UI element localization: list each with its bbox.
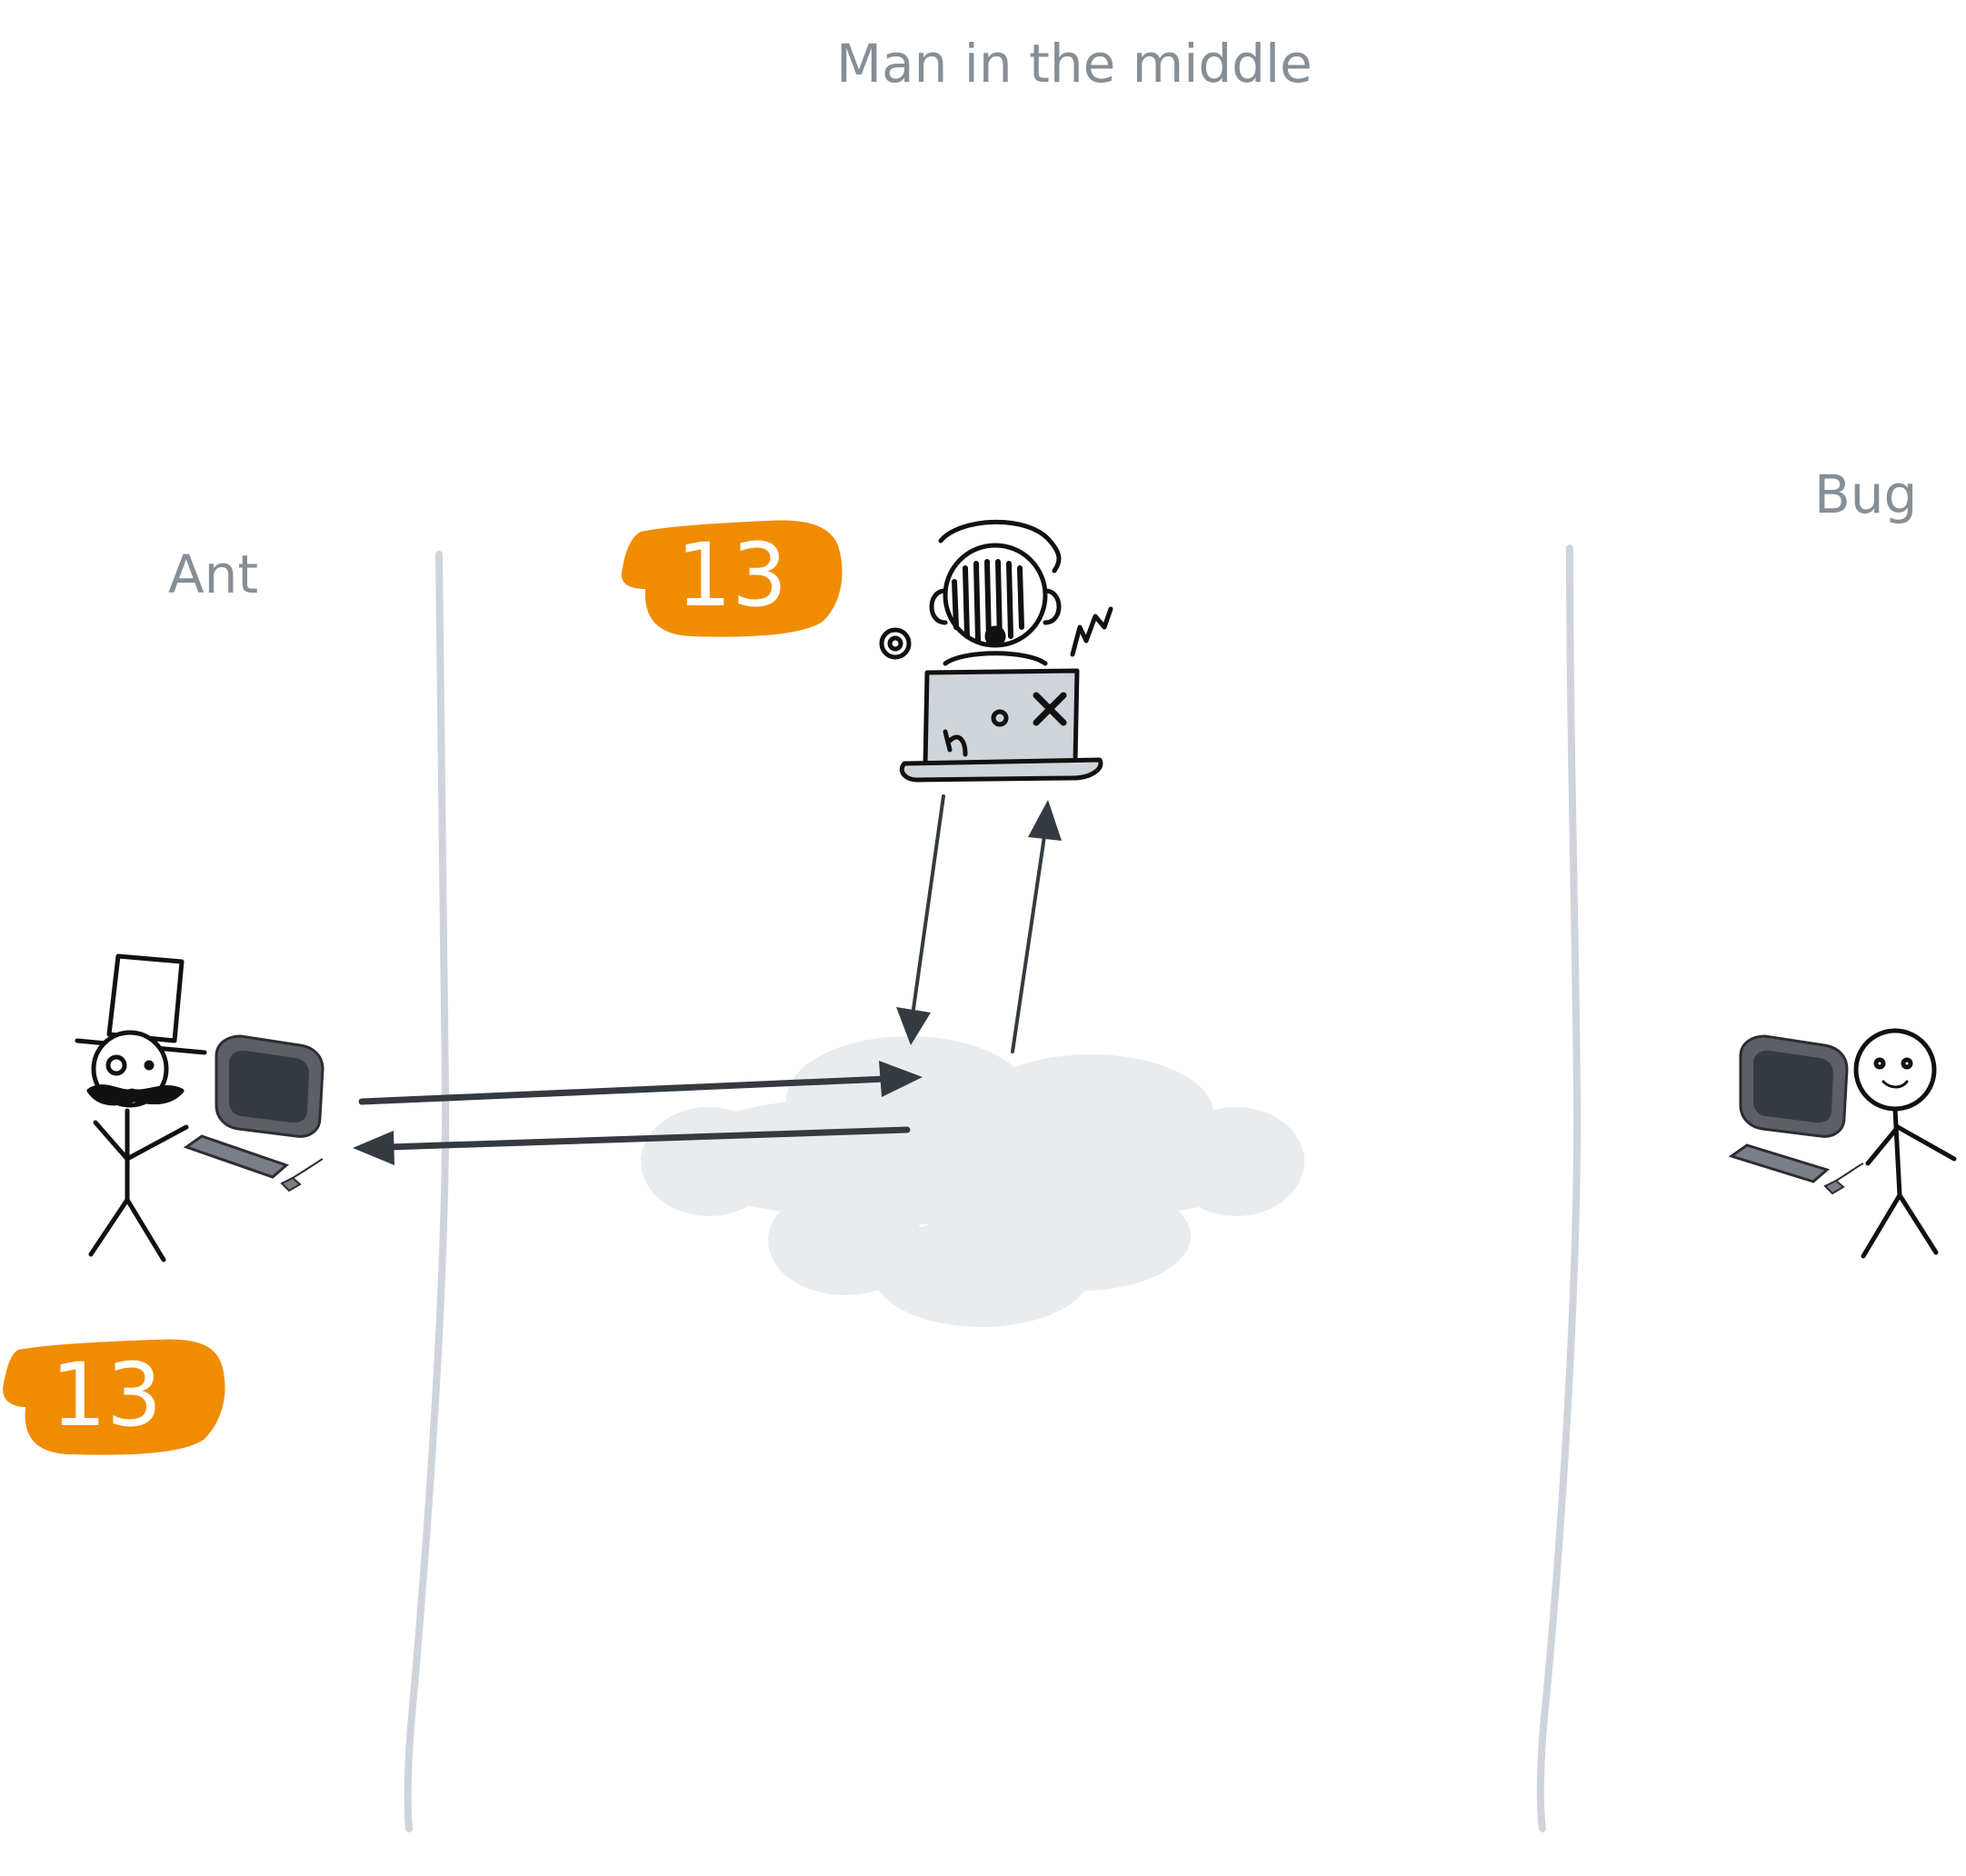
hacker-laptop-icon: [879, 519, 1113, 783]
diagram-title: Man in the middle: [836, 33, 1312, 95]
participant-label-bug: Bug: [1814, 464, 1918, 525]
cloud-icon: [641, 1036, 1304, 1327]
arrow-hacker-to-cloud: [896, 794, 945, 1045]
stick-figure-smile-icon: [1853, 1028, 1957, 1259]
arrow-cloud-to-ant: [353, 1126, 911, 1165]
bug-desktop-computer-icon: [1728, 1034, 1864, 1195]
participant-label-ant: Ant: [168, 544, 259, 605]
arrow-ant-to-cloud: [358, 1061, 923, 1105]
ant-desktop-computer-icon: [183, 1034, 324, 1192]
stick-figure-top-hat-icon: [75, 953, 207, 1262]
lane-divider-right: [1536, 544, 1582, 1832]
badge-bottom: [3, 1339, 225, 1455]
badge-bottom-number: 13: [51, 1344, 163, 1446]
lane-divider-left: [404, 551, 450, 1832]
badge-top: [621, 520, 843, 637]
badge-top-number: 13: [676, 524, 788, 626]
arrow-cloud-to-hacker: [1011, 800, 1062, 1053]
